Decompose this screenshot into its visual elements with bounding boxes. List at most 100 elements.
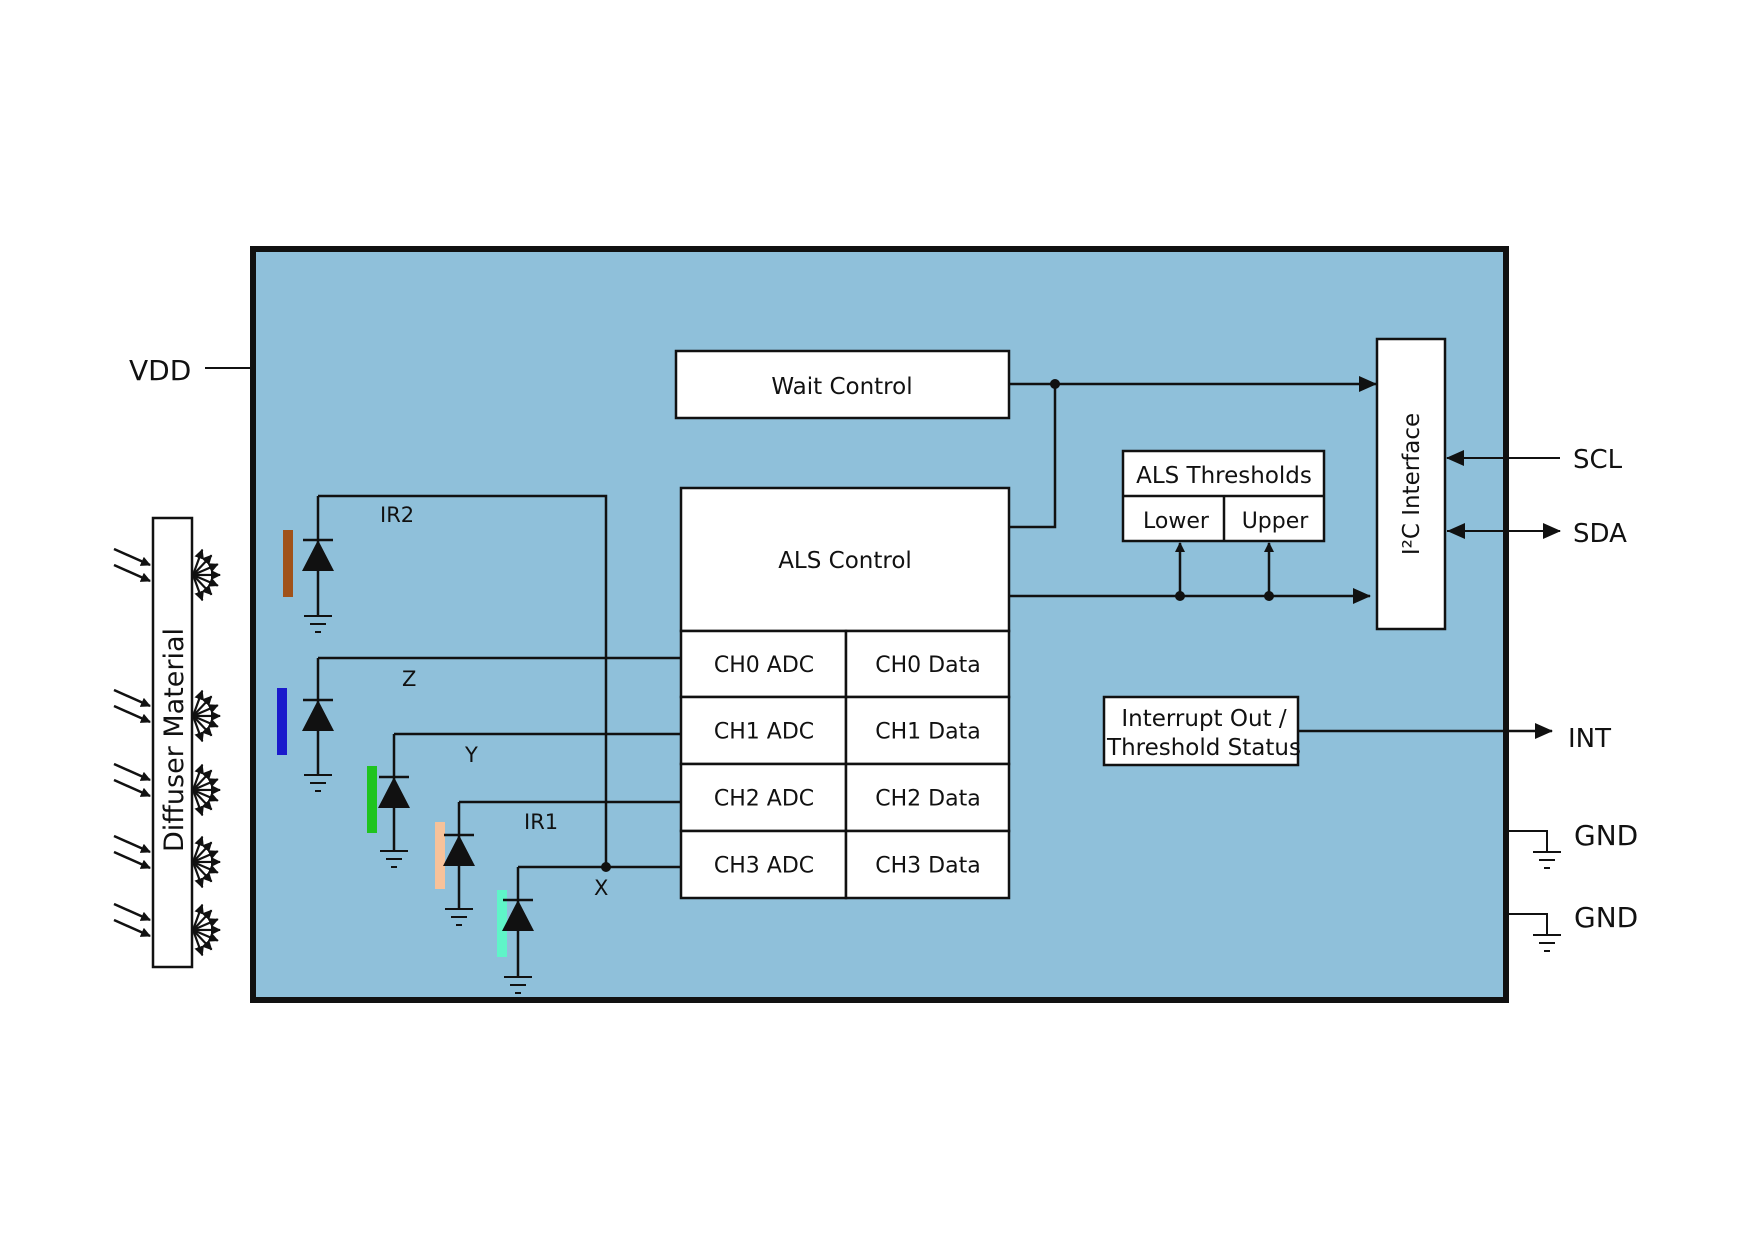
light-ray-arrow [113, 762, 151, 782]
junction-dot [1264, 591, 1274, 601]
wait-control-label: Wait Control [771, 374, 912, 400]
scatter-fan-icon [191, 548, 221, 602]
pin-scl-label: SCL [1573, 445, 1623, 475]
data-label: CH2 Data [875, 787, 980, 812]
light-ray-arrow [113, 778, 151, 798]
i2c-interface-label: I²C Interface [1399, 413, 1425, 555]
signal-wire [318, 494, 608, 863]
photodiode-x: X [497, 865, 681, 994]
optical-filter [283, 530, 293, 597]
photodiode-ir2: IR2 [283, 494, 608, 863]
pin-gnd2-label: GND [1574, 901, 1638, 934]
incident-light-icons [113, 547, 151, 938]
adc-block [679, 762, 848, 833]
light-ray-arrow [113, 563, 151, 583]
pin-sda-label: SDA [1573, 519, 1627, 549]
pin-vdd-label: VDD [129, 354, 191, 387]
als-control-block [679, 486, 1011, 633]
als-control-label: ALS Control [778, 548, 912, 574]
ground-icon [504, 976, 532, 994]
scattered-light-icons [191, 548, 221, 957]
interrupt-block [1102, 695, 1300, 767]
photodiode-ir1: IR1 [435, 800, 681, 926]
data-register-block [844, 829, 1011, 900]
scatter-fan-icon [191, 835, 221, 889]
internal-wiring [1009, 376, 1553, 739]
adc-block [679, 695, 848, 766]
light-ray-arrow [113, 688, 151, 708]
light-ray-arrow [113, 704, 151, 724]
photodiode-icon [502, 900, 534, 931]
junction-dot [1050, 379, 1060, 389]
i2c-interface-block [1375, 337, 1447, 631]
diffuser: Diffuser Material [113, 516, 221, 969]
ground-icon [380, 850, 408, 868]
als-to-wait-wire [1009, 384, 1057, 529]
optical-filter [277, 688, 287, 755]
photodiode-label: Y [464, 743, 478, 767]
channel-row: CH3 ADC CH3 Data [679, 829, 1011, 900]
photodiode-icon [378, 777, 410, 808]
junction-dot [1175, 591, 1185, 601]
optical-filter [497, 890, 507, 957]
photodiode-y: Y [367, 732, 681, 868]
interrupt-label-line2: Threshold Status [1106, 735, 1301, 761]
light-ray-arrow [113, 918, 151, 938]
scatter-fan-icon [191, 689, 221, 743]
pin-gnd1-label: GND [1574, 819, 1638, 852]
upper-threshold-label: Upper [1242, 509, 1310, 534]
photodiode-icon [443, 835, 475, 866]
photodiode-label: Z [402, 667, 416, 691]
scatter-fan-icon [191, 763, 221, 817]
photodiode-icon [302, 540, 334, 571]
gnd-wire [1506, 830, 1548, 852]
ground-icon [445, 908, 473, 926]
gnd-wire [1506, 913, 1548, 935]
pin-vdd: VDD [129, 354, 250, 387]
junction-dot [601, 862, 611, 872]
sda-arrow-in [1447, 523, 1465, 539]
light-ray-arrow [113, 850, 151, 870]
photodiode-label: IR2 [380, 503, 414, 527]
ground-pins [1506, 830, 1561, 952]
light-ray-arrow [113, 834, 151, 854]
ground-icon [1533, 934, 1561, 952]
optical-filter [435, 822, 445, 889]
adc-label: CH2 ADC [714, 787, 814, 812]
channel-row: CH0 ADC CH0 Data [679, 629, 1011, 699]
adc-block [679, 629, 848, 699]
diffuser-label: Diffuser Material [159, 628, 190, 852]
data-label: CH3 Data [875, 854, 980, 879]
scatter-fan-icon [191, 903, 221, 957]
optical-filter [367, 766, 377, 833]
photodiode-label: X [594, 876, 608, 900]
light-ray-arrow [113, 902, 151, 922]
light-ray-arrow [113, 547, 151, 567]
als-thresholds-label: ALS Thresholds [1136, 463, 1312, 489]
interrupt-label-line1: Interrupt Out / [1121, 706, 1287, 732]
channel-row: CH2 ADC CH2 Data [679, 762, 1011, 833]
channel-row: CH1 ADC CH1 Data [679, 695, 1011, 766]
diffuser-block [151, 516, 194, 969]
adc-label: CH1 ADC [714, 720, 814, 745]
adc-label: CH3 ADC [714, 854, 814, 879]
photodiode-icon [302, 700, 334, 731]
lower-threshold-label: Lower [1143, 509, 1210, 534]
photodiode-label: IR1 [524, 810, 558, 834]
wait-control-block [674, 349, 1011, 420]
ground-icon [1533, 851, 1561, 869]
data-register-block [844, 762, 1011, 833]
photodiode-z: Z [277, 656, 681, 792]
external-pins: SCL SDA INT GND GND [1446, 445, 1638, 952]
data-label: CH1 Data [875, 720, 980, 745]
adc-label: CH0 ADC [714, 653, 814, 678]
ground-icon [304, 774, 332, 792]
ground-icon [304, 615, 332, 633]
pin-int-label: INT [1568, 724, 1611, 754]
data-label: CH0 Data [875, 653, 980, 678]
data-register-block [844, 695, 1011, 766]
data-register-block [844, 629, 1011, 699]
